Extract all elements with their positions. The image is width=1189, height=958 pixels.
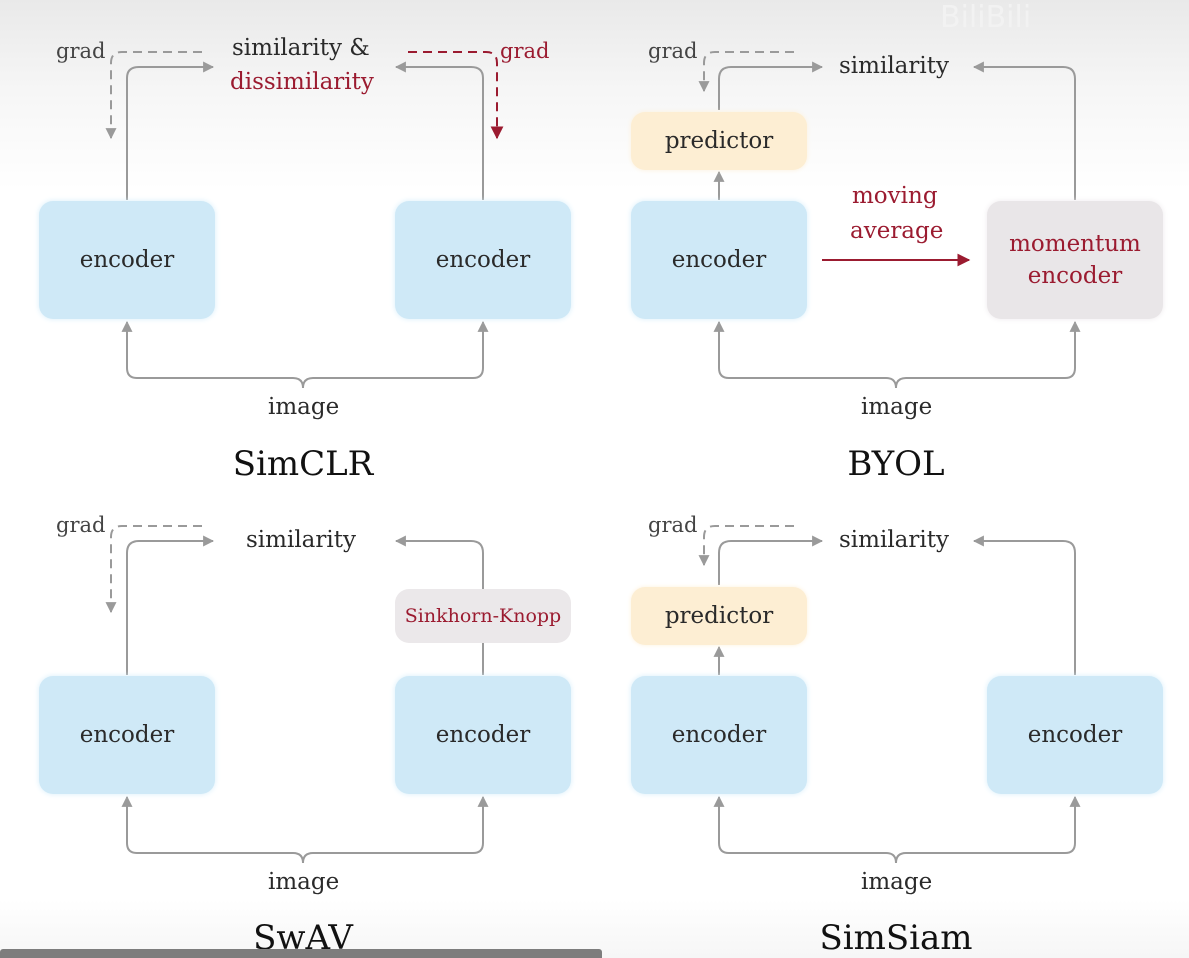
byol-image-label: image	[861, 394, 933, 420]
simsiam-image-label: image	[861, 869, 933, 895]
simclr-grad-left-label: grad	[56, 39, 106, 63]
swav-sinkhorn-knopp: Sinkhorn-Knopp	[395, 589, 571, 643]
simsiam-encoder-right: encoder	[987, 676, 1163, 794]
simsiam-image-left-arrow	[713, 795, 897, 864]
byol-image-right-arrow	[895, 320, 1081, 389]
byol-momentum-encoder: momentum encoder	[987, 201, 1163, 319]
simclr-dissimilarity-label: dissimilarity	[230, 69, 374, 95]
simsiam-predictor-to-similarity-arrow	[718, 535, 824, 585]
swav-grad-label: grad	[56, 513, 106, 537]
swav-encoder-right: encoder	[395, 676, 571, 794]
simclr-similarity-label: similarity &	[232, 35, 370, 61]
swav-image-left-arrow	[121, 795, 304, 864]
byol-grad-label: grad	[648, 39, 698, 63]
byol-grad-dashed	[698, 51, 794, 93]
swav-grad-dashed	[105, 525, 202, 614]
simclr-left-to-similarity-arrow	[126, 61, 215, 200]
byol-encoder: encoder	[631, 201, 807, 319]
simclr-image-right-arrow	[302, 320, 489, 389]
swav-left-to-similarity-arrow	[126, 535, 215, 675]
simclr-right-to-similarity-arrow	[394, 61, 484, 200]
simsiam-grad-label: grad	[648, 513, 698, 537]
byol-momentum-line1: momentum	[1009, 230, 1141, 257]
watermark: BiliBili	[940, 0, 1032, 35]
simclr-grad-right-dashed	[408, 51, 504, 140]
swav-image-label: image	[268, 869, 340, 895]
swav-sinkhorn-to-similarity-arrow	[394, 535, 484, 589]
simclr-image-label: image	[268, 394, 340, 420]
simclr-connectors	[105, 51, 504, 389]
swav-similarity-label: similarity	[246, 527, 356, 553]
video-progress-bar[interactable]	[0, 949, 602, 958]
simsiam-title: SimSiam	[819, 918, 973, 958]
byol-image-left-arrow	[713, 320, 897, 389]
byol-predictor-to-similarity-arrow	[718, 61, 824, 110]
byol-momentum-line2: encoder	[1027, 263, 1123, 289]
simsiam-right-to-similarity-arrow	[972, 535, 1076, 675]
simsiam-connectors	[698, 525, 1081, 864]
byol-similarity-label: similarity	[839, 53, 949, 79]
simclr-image-left-arrow	[121, 320, 304, 389]
simclr-encoder-right: encoder	[395, 201, 571, 319]
simsiam-predictor: predictor	[631, 587, 807, 645]
simsiam-image-right-arrow	[895, 795, 1081, 864]
byol-average-label: average	[850, 218, 944, 244]
simclr-encoder-left: encoder	[39, 201, 215, 319]
byol-moving-label: moving	[852, 183, 938, 209]
swav-connectors	[105, 525, 489, 864]
simclr-grad-left-dashed	[105, 51, 202, 140]
byol-connectors	[698, 51, 1081, 389]
byol-predictor: predictor	[631, 112, 807, 170]
swav-image-right-arrow	[302, 795, 489, 864]
swav-encoder-left: encoder	[39, 676, 215, 794]
simsiam-grad-dashed	[698, 525, 794, 567]
simclr-title: SimCLR	[232, 444, 374, 484]
byol-title: BYOL	[847, 444, 945, 484]
simclr-grad-right-label: grad	[500, 39, 550, 63]
simsiam-encoder-left: encoder	[631, 676, 807, 794]
byol-momentum-to-similarity-arrow	[972, 61, 1076, 200]
simsiam-similarity-label: similarity	[839, 527, 949, 553]
